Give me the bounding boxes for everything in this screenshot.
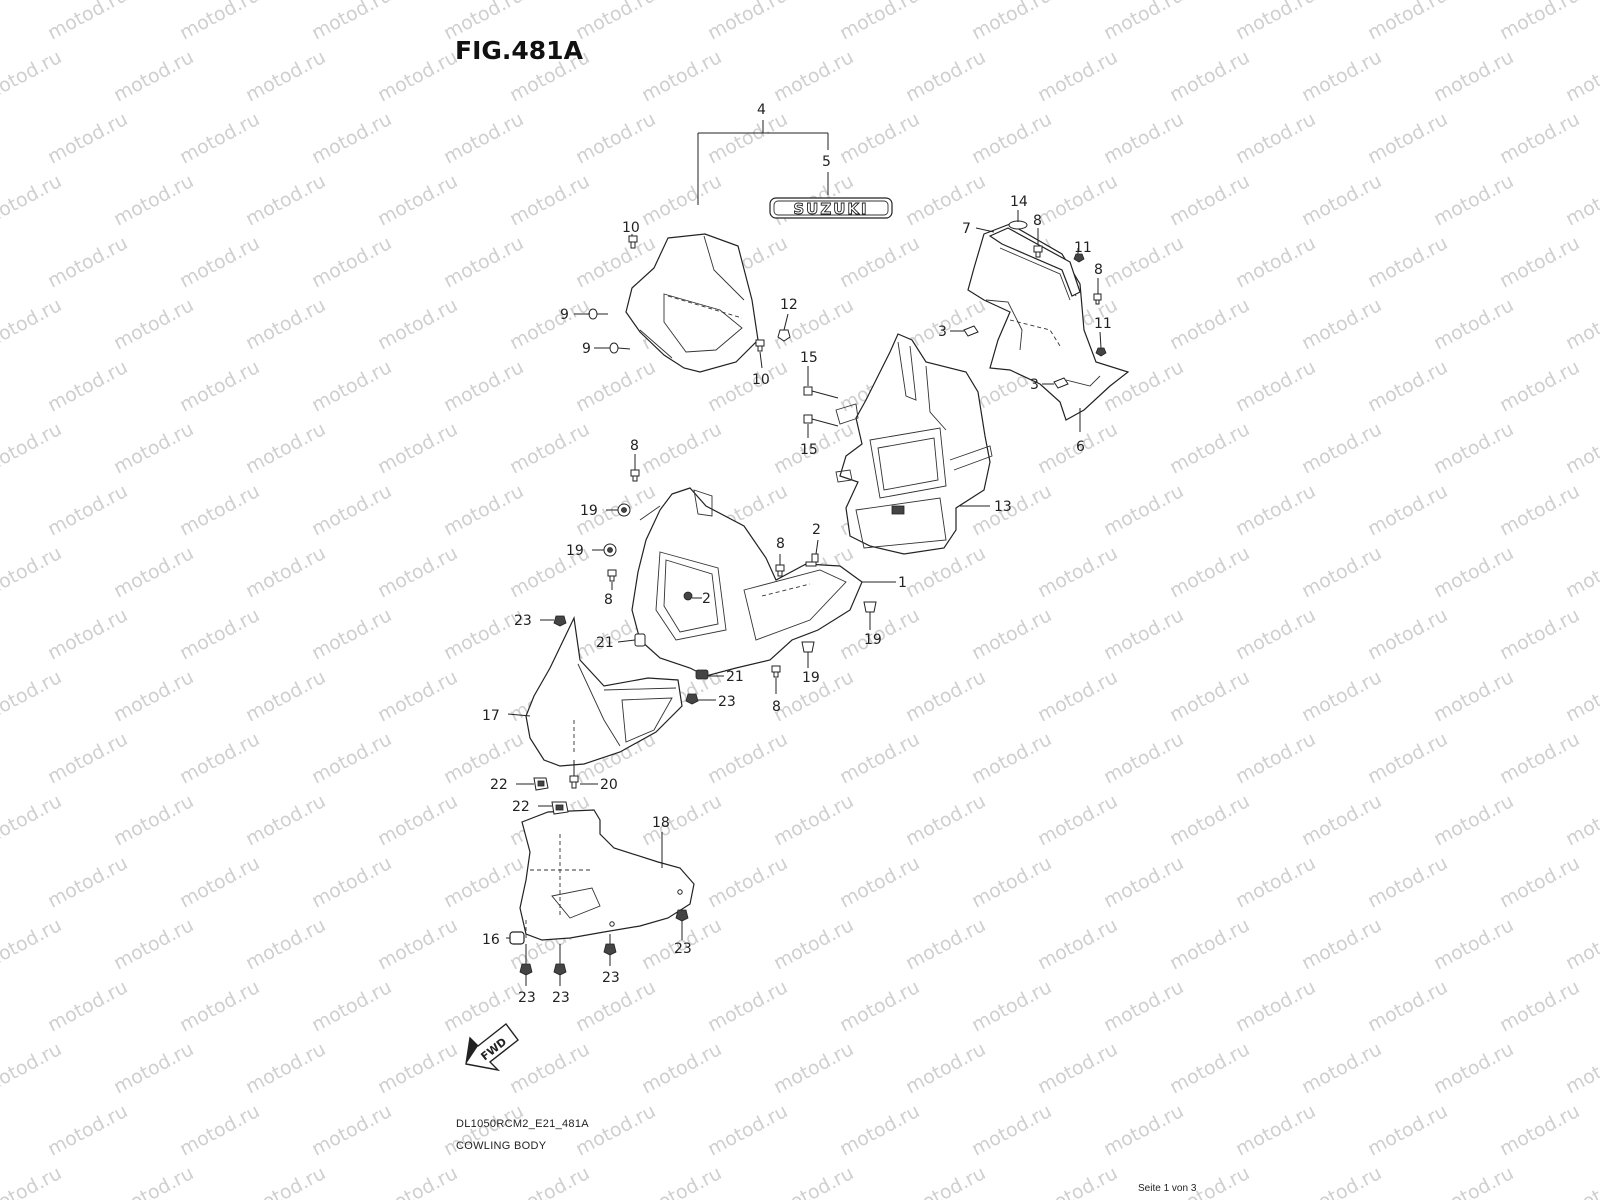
section-name: COWLING BODY <box>456 1140 547 1152</box>
nut-11a <box>1073 253 1085 263</box>
forward-direction-arrow: FWD <box>465 1023 519 1072</box>
grommet-19d <box>801 641 815 653</box>
callout-19: 19 <box>580 503 598 519</box>
nut-23e <box>553 963 567 976</box>
callout-18: 18 <box>652 815 670 831</box>
callout-7: 7 <box>962 221 971 237</box>
callout-22: 22 <box>490 777 508 793</box>
headlight-bracket-part <box>835 333 993 555</box>
nut-23f <box>603 943 617 956</box>
bolt-8f <box>771 665 781 678</box>
callout-8: 8 <box>1033 213 1042 229</box>
callout-11: 11 <box>1074 240 1092 256</box>
callout-8: 8 <box>630 438 639 454</box>
bolt-10b <box>755 339 765 352</box>
grommet-19c <box>863 601 877 613</box>
callout-20: 20 <box>600 777 618 793</box>
clip-21a <box>634 633 646 647</box>
nut-11b <box>1095 347 1107 357</box>
bolt-15a <box>803 386 839 399</box>
nut-23d <box>519 963 533 976</box>
figure-title: FIG.481A <box>455 36 583 65</box>
callout-2: 2 <box>812 522 821 538</box>
cushion-3a <box>963 325 979 337</box>
screw-9b <box>609 342 631 354</box>
callout-8: 8 <box>1094 262 1103 278</box>
page-counter: Seite 1 von 3 <box>1138 1183 1197 1194</box>
bolt-8b <box>1093 293 1102 305</box>
clip-21b <box>695 669 709 680</box>
callout-23: 23 <box>518 990 536 1006</box>
cushion-3b <box>1053 377 1069 389</box>
callout-4: 4 <box>757 102 766 118</box>
seal-strip-part <box>988 227 1081 297</box>
callout-17: 17 <box>482 708 500 724</box>
nut-22a <box>533 777 549 791</box>
callout-23: 23 <box>674 941 692 957</box>
screw-2a <box>805 553 819 567</box>
callout-3: 3 <box>1030 377 1039 393</box>
inner-cowling-part <box>631 487 863 677</box>
callout-22: 22 <box>512 799 530 815</box>
callout-5: 5 <box>822 154 831 170</box>
nut-23b <box>685 693 699 705</box>
front-beak-part <box>525 615 683 767</box>
callout-23: 23 <box>552 990 570 1006</box>
screw-2b <box>683 591 693 601</box>
callout-2: 2 <box>702 591 711 607</box>
bolt-8d <box>607 569 617 582</box>
clip-part <box>509 931 525 945</box>
nut-12 <box>777 329 791 342</box>
bolt-10a <box>628 235 638 249</box>
callout-15: 15 <box>800 442 818 458</box>
callout-labels: 4 5 10 10 9 9 12 14 8 7 11 8 3 11 3 6 15… <box>482 102 1112 1006</box>
callout-13: 13 <box>994 499 1012 515</box>
callout-8: 8 <box>604 592 613 608</box>
nut-23c <box>675 909 689 922</box>
callout-12: 12 <box>780 297 798 313</box>
callout-3: 3 <box>938 324 947 340</box>
callout-10: 10 <box>622 220 640 236</box>
callout-10: 10 <box>752 372 770 388</box>
callout-21: 21 <box>726 669 744 685</box>
leader-lines <box>506 210 1102 986</box>
callout-1: 1 <box>898 575 907 591</box>
callout-15: 15 <box>800 350 818 366</box>
callout-21: 21 <box>596 635 614 651</box>
callout-9: 9 <box>560 307 569 323</box>
callout-19: 19 <box>566 543 584 559</box>
screw-20 <box>569 775 579 789</box>
bolt-8e <box>775 564 785 577</box>
callout-19: 19 <box>802 670 820 686</box>
callout-23: 23 <box>718 694 736 710</box>
emblem-text: SUZUKI <box>793 200 868 218</box>
nut-22b <box>551 801 569 815</box>
nut-23a <box>553 615 567 627</box>
grommet-19a <box>617 503 631 517</box>
callout-19: 19 <box>864 632 882 648</box>
callout-23: 23 <box>514 613 532 629</box>
screw-9a <box>588 308 608 320</box>
suzuki-emblem-part: SUZUKI <box>769 197 893 219</box>
callout-16: 16 <box>482 932 500 948</box>
callout-23: 23 <box>602 970 620 986</box>
callout-9: 9 <box>582 341 591 357</box>
bolt-15b <box>803 414 839 427</box>
callout-8: 8 <box>772 699 781 715</box>
grommet-19b <box>603 543 617 557</box>
callout-14: 14 <box>1010 194 1028 210</box>
bolt-8c <box>630 469 640 482</box>
grommet-14 <box>1008 220 1028 230</box>
fasteners <box>519 220 1107 976</box>
callout-6: 6 <box>1076 439 1085 455</box>
callout-11: 11 <box>1094 316 1112 332</box>
leader-group-4-5 <box>697 120 829 205</box>
upper-cowling-part <box>625 233 759 373</box>
bolt-8a <box>1033 245 1043 258</box>
model-code: DL1050RCM2_E21_481A <box>456 1118 589 1130</box>
callout-8: 8 <box>776 536 785 552</box>
